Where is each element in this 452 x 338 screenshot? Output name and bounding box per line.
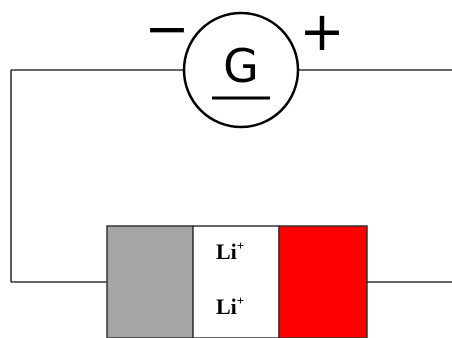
ion-symbol: Li [216,294,237,319]
ion-charge: + [237,293,244,308]
galvanometer: G [182,11,300,129]
lithium-ion-1: Li+ [216,238,244,264]
lithium-ion-2: Li+ [216,293,244,319]
ion-charge: + [237,238,244,253]
ion-symbol: Li [216,239,237,264]
battery-cell: Li+ Li+ [106,225,368,338]
negative-terminal-sign: − [144,0,189,60]
positive-terminal-sign: + [299,0,344,63]
wire [10,69,452,283]
right-electrode [278,225,368,338]
left-electrode [106,225,194,338]
galvanometer-label: G [223,39,259,93]
